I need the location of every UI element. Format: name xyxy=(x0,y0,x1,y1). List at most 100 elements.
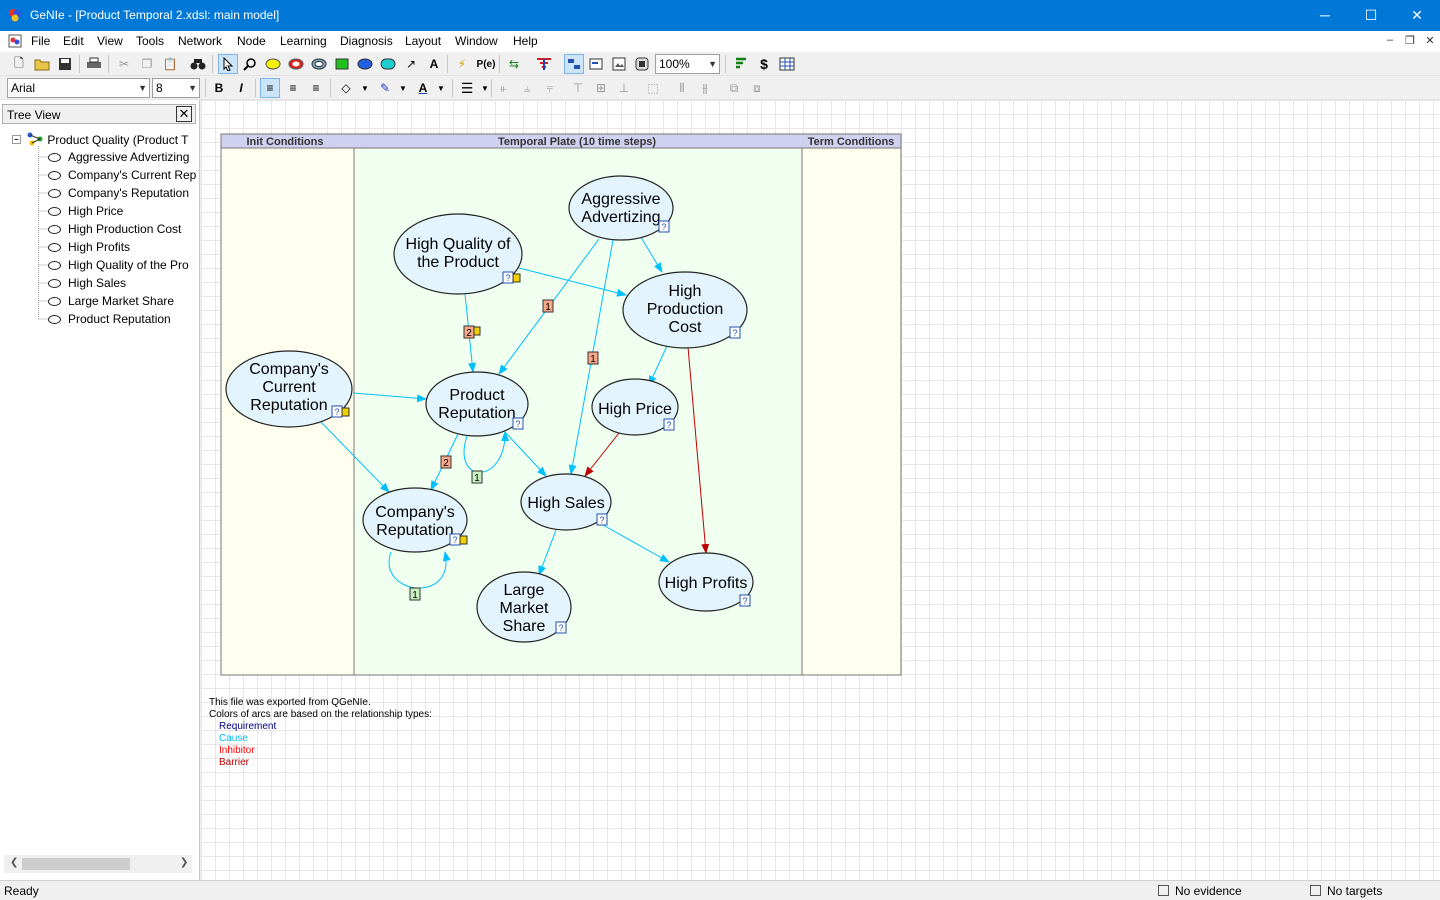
bring-to-front-icon[interactable]: ⧉ xyxy=(729,80,739,95)
open-folder-icon[interactable] xyxy=(32,54,52,74)
close-tree-view-button[interactable]: ✕ xyxy=(176,106,192,122)
bar-charts-icon[interactable] xyxy=(586,54,606,74)
chevron-down-icon[interactable]: ▼ xyxy=(361,83,369,93)
arc-sales-profits[interactable] xyxy=(602,524,670,563)
text-tool-icon[interactable]: A xyxy=(429,57,439,71)
scrollbar-thumb[interactable] xyxy=(22,858,130,870)
arc-tool-icon[interactable]: ↗ xyxy=(405,57,417,71)
tree-item[interactable]: High Sales xyxy=(48,276,126,292)
tree-item[interactable]: Company's Current Rep xyxy=(48,168,196,184)
italic-icon[interactable]: I xyxy=(239,81,243,95)
tree-item[interactable]: High Price xyxy=(48,204,123,220)
same-size-icon[interactable]: ⬚ xyxy=(647,81,659,95)
mdi-close-button[interactable]: ✕ xyxy=(1425,35,1435,47)
node-product-reputation[interactable]: Product Reputation ? xyxy=(425,371,529,437)
menu-help[interactable]: Help xyxy=(513,34,538,48)
chevron-down-icon[interactable]: ▼ xyxy=(481,83,489,93)
font-family-combo[interactable]: Arial ▼ xyxy=(7,78,150,98)
tree-horizontal-scrollbar[interactable]: ❮ ❯ xyxy=(4,855,192,873)
tree-root-network[interactable]: Product Quality (Product T xyxy=(26,132,189,148)
zoom-combo[interactable]: 100% ▼ xyxy=(655,54,720,74)
arc-cost-profits[interactable] xyxy=(687,346,710,554)
display-nodes-icon[interactable] xyxy=(564,54,584,74)
align-left-edges-icon[interactable]: ⫦ xyxy=(500,80,508,95)
menu-file[interactable]: File xyxy=(31,34,51,48)
equation-node-icon[interactable] xyxy=(309,54,329,74)
node-high-profits[interactable]: High Profits ? xyxy=(658,552,754,612)
tree-item[interactable]: Product Reputation xyxy=(48,312,171,328)
probability-icon[interactable]: P(e) xyxy=(476,58,496,70)
tree-item[interactable]: High Quality of the Pro xyxy=(48,258,189,274)
mdi-minimize-button[interactable]: – xyxy=(1386,34,1394,46)
print-icon[interactable] xyxy=(84,54,104,74)
menu-node[interactable]: Node xyxy=(237,34,266,48)
update-beliefs-icon[interactable]: ⚡ xyxy=(457,57,467,71)
zoom-tool-icon[interactable] xyxy=(240,54,260,74)
tree-item[interactable]: Company's Reputation xyxy=(48,186,189,202)
picture-view-icon[interactable] xyxy=(609,54,629,74)
align-top-icon[interactable]: ⊤ xyxy=(572,81,584,95)
ring-node-icon[interactable] xyxy=(286,54,306,74)
arc-quality-cost[interactable] xyxy=(518,267,627,297)
chance-node-icon[interactable] xyxy=(263,54,283,74)
font-color-icon[interactable]: A xyxy=(418,81,428,95)
select-pointer-icon[interactable] xyxy=(218,54,238,74)
arc-product-rep-sales[interactable] xyxy=(504,431,547,477)
line-width-icon[interactable]: ☰ xyxy=(460,79,474,96)
strength-of-influence-icon[interactable] xyxy=(534,54,554,74)
node-aggressive-advertizing[interactable]: Aggressive Advertizing ? xyxy=(568,175,674,241)
arc-current-company-rep[interactable] xyxy=(320,421,390,493)
document-icon[interactable] xyxy=(8,34,22,48)
paste-icon[interactable]: 📋 xyxy=(162,57,178,71)
align-center-icon[interactable]: ≡ xyxy=(289,81,297,95)
menu-tools[interactable]: Tools xyxy=(136,34,165,48)
scroll-right-icon[interactable]: ❯ xyxy=(180,857,189,868)
scroll-left-icon[interactable]: ❮ xyxy=(10,857,19,868)
tree-item[interactable]: Large Market Share xyxy=(48,294,174,310)
decision-node-icon[interactable] xyxy=(332,54,352,74)
status-targets[interactable]: No targets xyxy=(1310,884,1382,898)
menu-view[interactable]: View xyxy=(97,34,123,48)
line-color-icon[interactable]: ✎ xyxy=(379,81,391,95)
arc-aggressive-cost[interactable] xyxy=(638,233,663,273)
cut-icon[interactable]: ✂ xyxy=(118,57,130,71)
node-company-reputation[interactable]: Company's Reputation ? xyxy=(362,487,468,553)
utility-node-icon[interactable] xyxy=(378,54,398,74)
align-centers-icon[interactable]: ⫨ xyxy=(523,80,531,95)
node-large-market-share[interactable]: Large Market Share ? xyxy=(476,571,572,643)
sensitivity-icon[interactable] xyxy=(731,54,751,74)
tree-item[interactable]: High Production Cost xyxy=(48,222,181,238)
arc-price-sales[interactable] xyxy=(584,432,620,477)
chevron-down-icon[interactable]: ▼ xyxy=(437,83,445,93)
align-right-edges-icon[interactable]: ⫧ xyxy=(546,80,554,95)
chevron-down-icon[interactable]: ▼ xyxy=(399,83,407,93)
value-of-information-icon[interactable]: $ xyxy=(760,56,768,72)
align-right-icon[interactable]: ≡ xyxy=(312,81,320,95)
align-left-icon[interactable]: ≡ xyxy=(260,78,280,98)
menu-window[interactable]: Window xyxy=(455,34,498,48)
font-size-combo[interactable]: 8 ▼ xyxy=(152,78,200,98)
minimize-button[interactable]: ─ xyxy=(1320,7,1330,23)
distribute-horizontal-icon[interactable]: ⫴ xyxy=(679,80,685,95)
menu-network[interactable]: Network xyxy=(178,34,223,48)
node-high-sales[interactable]: High Sales ? xyxy=(520,473,612,531)
arc-sales-market[interactable] xyxy=(538,529,557,576)
new-file-icon[interactable]: 🗋 xyxy=(14,55,24,70)
tree-item[interactable]: High Profits xyxy=(48,240,130,256)
align-bottom-icon[interactable]: ⊥ xyxy=(618,81,630,95)
distribute-vertical-icon[interactable]: ⫵ xyxy=(702,80,708,95)
maximize-button[interactable]: ☐ xyxy=(1364,7,1378,23)
swap-icon[interactable]: ⇆ xyxy=(508,57,520,71)
outline-view-icon[interactable] xyxy=(632,54,652,74)
menu-diagnosis[interactable]: Diagnosis xyxy=(340,34,393,48)
tree-item[interactable]: Aggressive Advertizing xyxy=(48,150,189,166)
node-high-production-cost[interactable]: High Production Cost ? xyxy=(622,271,748,349)
arc-current-product-rep[interactable] xyxy=(352,392,427,403)
network-canvas[interactable]: Init Conditions Temporal Plate (10 time … xyxy=(201,100,1440,880)
arc-cost-price[interactable] xyxy=(648,345,668,386)
menu-layout[interactable]: Layout xyxy=(405,34,442,48)
close-window-button[interactable]: ✕ xyxy=(1411,7,1423,23)
node-high-price[interactable]: High Price ? xyxy=(591,378,679,436)
deterministic-node-icon[interactable] xyxy=(355,54,375,74)
node-high-quality[interactable]: High Quality of the Product ? xyxy=(393,213,523,295)
